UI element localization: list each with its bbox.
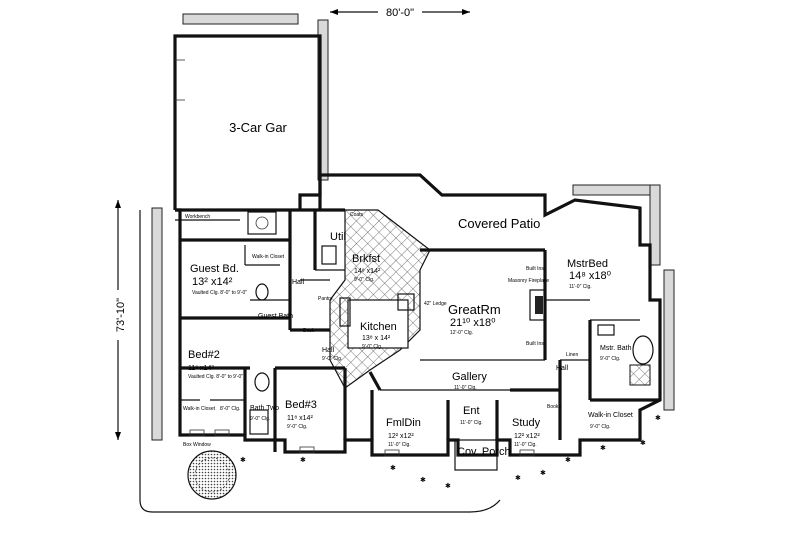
ent-label: Ent: [463, 405, 480, 417]
garage-label: 3-Car Gar: [229, 120, 287, 135]
brkfst-ceiling: 9'-0" Clg.: [354, 277, 374, 283]
study-size: 12² x12²: [514, 433, 540, 440]
covered-patio-label: Covered Patio: [458, 216, 540, 231]
svg-text:✱: ✱: [655, 414, 661, 422]
dimension-depth: 73'-10": [108, 200, 128, 440]
bed2-ceiling: Vaulted Clg. 8'-0" to 9'-0": [188, 374, 243, 380]
svg-text:✱: ✱: [390, 464, 396, 472]
gallery-ceiling: 11'-0" Clg.: [454, 385, 477, 391]
study-ceiling: 11'-0" Clg.: [514, 442, 537, 448]
guest-bath-label: Guest Bath: [258, 313, 293, 320]
svg-text:✱: ✱: [565, 456, 571, 464]
tree-icon: [187, 450, 237, 500]
walkin-mstr-ceiling: 9'-0" Clg.: [590, 424, 610, 430]
pantry-label: Pantry: [318, 296, 333, 302]
kitchen-tile-area: [329, 209, 431, 389]
svg-text:✱: ✱: [445, 482, 451, 490]
garage-room: 3-Car Gar Workbench: [173, 34, 322, 235]
fmldin-size: 12² x12²: [388, 433, 414, 440]
bed2-size: 11⁸ x14²: [188, 365, 214, 372]
dimension-width-label: 80'-0": [386, 7, 414, 19]
ent-ceiling: 11'-0" Clg.: [460, 420, 483, 426]
clg-bed2-label: 8'-0" Clg.: [220, 406, 240, 412]
gallery-label: Gallery: [452, 371, 487, 383]
fmldin-label: FmlDin: [386, 417, 421, 429]
hall-mid-label: Hall: [322, 347, 335, 354]
bath-two-ceiling: 9'-0" Clg.: [250, 416, 270, 422]
desk-label: Desk: [303, 328, 315, 334]
brkfst-label: Brkfst: [352, 253, 380, 265]
svg-text:✱: ✱: [640, 439, 646, 447]
mstrbed-size: 14⁸ x18⁰: [569, 270, 612, 282]
walkin-bed2-label: Walk-in Closet: [183, 406, 216, 412]
mstr-bath-label: Mstr. Bath: [600, 345, 632, 352]
greatrm-label: GreatRm: [448, 302, 501, 317]
guest-bd-ceiling: Vaulted Clg. 8'-0" to 9'-0": [192, 290, 247, 296]
kitchen-ceiling: 9'-0" Clg.: [362, 344, 382, 350]
dimension-depth-label: 73'-10": [115, 298, 127, 332]
hall-upper-label: Hall: [292, 279, 305, 286]
util-label: Util: [330, 231, 346, 243]
greatrm-ceiling: 12'-0" Clg.: [450, 330, 473, 336]
kitchen-size: 13⁸ x 14²: [362, 335, 391, 342]
bed2-label: Bed#2: [188, 349, 220, 361]
svg-text:✱: ✱: [600, 444, 606, 452]
svg-text:✱: ✱: [540, 469, 546, 477]
built-ins-bottom-label: Built Ins: [526, 341, 544, 347]
box-window-label: Box Window: [183, 442, 211, 448]
bed3-size: 11⁸ x14²: [287, 415, 313, 422]
kitchen-label: Kitchen: [360, 321, 397, 333]
fireplace-label: Masonry Fireplace: [508, 278, 549, 284]
interior-walls: [180, 208, 660, 452]
patio-outline: [320, 174, 545, 196]
coats-label: Coats: [350, 212, 364, 218]
hall-right-label: Hall: [556, 365, 569, 372]
mstr-bath-ceiling: 9'-0" Clg.: [600, 356, 620, 362]
room-labels: Util Coats Guest Bd. 13² x14² Vaulted Cl…: [183, 212, 633, 458]
svg-text:✱: ✱: [240, 456, 246, 464]
dimension-width: 80'-0": [330, 4, 470, 19]
fmldin-ceiling: 11'-0" Clg.: [388, 442, 411, 448]
fireplace-icon: [529, 289, 546, 321]
walkin-guest-label: Walk-in Closet: [252, 254, 285, 260]
cov-porch-label: Cov. Porch: [457, 446, 511, 458]
greatrm-size: 21¹⁰ x18⁰: [450, 317, 496, 329]
bed3-ceiling: 9'-0" Clg.: [287, 424, 307, 430]
driveway-outline: [139, 210, 501, 513]
walkin-mstr-label: Walk-in Closet: [588, 412, 633, 419]
master-bath-fixtures: [597, 324, 654, 386]
study-label: Study: [512, 417, 541, 429]
windows: [189, 429, 535, 457]
ledge-label: 42" Ledge: [424, 301, 447, 307]
bath-fixtures: [249, 245, 337, 435]
bed3-label: Bed#3: [285, 399, 317, 411]
built-ins-top-label: Built Ins: [526, 266, 544, 272]
linen-label: Linen: [566, 352, 578, 358]
hall-mid-ceiling: 9'-0" Clg.: [322, 356, 342, 362]
exterior-walls: [175, 173, 662, 457]
svg-text:✱: ✱: [515, 474, 521, 482]
brkfst-size: 14⁸ x14²: [354, 268, 381, 275]
workbench-label: Workbench: [185, 214, 210, 220]
bath-two-label: Bath Two: [250, 405, 279, 412]
guest-bd-size: 13² x14²: [192, 276, 233, 288]
cov-porch: [454, 439, 498, 471]
mstrbed-ceiling: 11'-0" Clg.: [569, 284, 592, 290]
mstrbed-label: MstrBed: [567, 258, 608, 270]
svg-text:✱: ✱: [300, 456, 306, 464]
books-label: Books: [547, 404, 561, 410]
svg-text:✱: ✱: [420, 476, 426, 484]
landscape-hedges: [151, 13, 675, 441]
shrubs: ✱ ✱ ✱ ✱ ✱ ✱ ✱ ✱ ✱ ✱ ✱: [240, 414, 661, 490]
guest-bd-label: Guest Bd.: [190, 263, 239, 275]
